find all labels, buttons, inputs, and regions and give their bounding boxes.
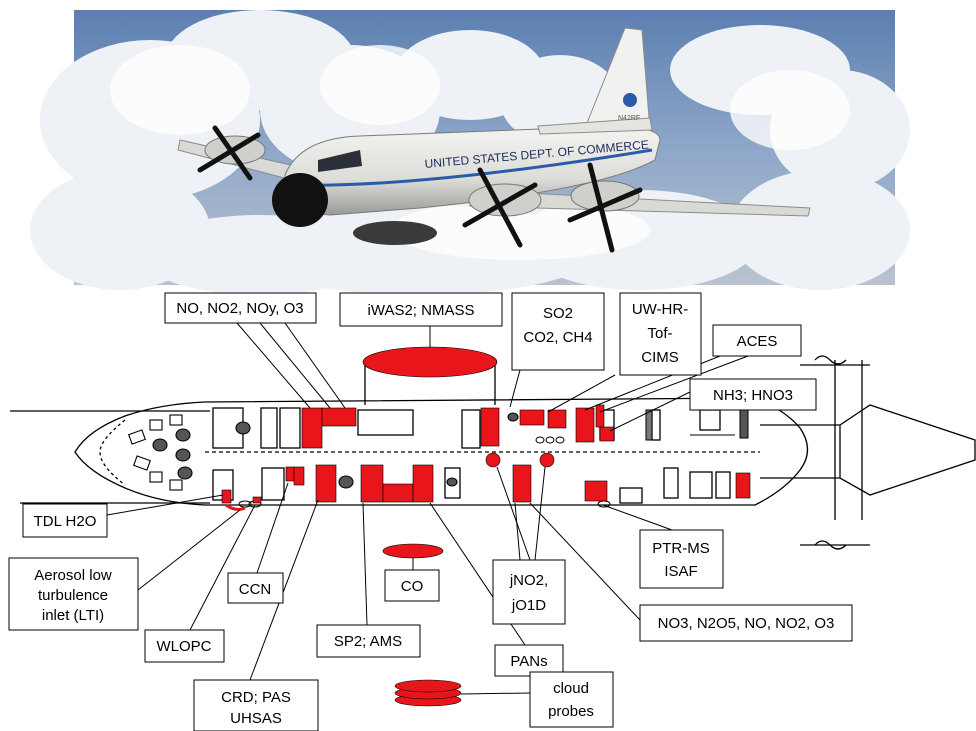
label-box-nh3 xyxy=(689,378,817,411)
label-no3: NO3, N2O5, NO, NO2, O3 xyxy=(658,615,835,632)
label-aces: ACES xyxy=(737,333,778,350)
instrument-locations xyxy=(221,346,751,707)
label-box-wlopc xyxy=(144,629,225,663)
label-lti-line3: inlet (LTI) xyxy=(42,607,104,624)
label-uw-line2: Tof- xyxy=(647,325,672,342)
label-uw-line1: UW-HR- xyxy=(632,301,688,318)
nh3-rack xyxy=(599,426,615,442)
aircraft-body xyxy=(177,27,811,253)
crd-pas-rack xyxy=(315,464,337,503)
lti-inlet xyxy=(225,503,246,511)
label-sp2: SP2; AMS xyxy=(334,633,402,650)
label-pans: PANs xyxy=(510,653,547,670)
label-iwas: iWAS2; NMASS xyxy=(368,302,475,319)
label-box-crd xyxy=(193,679,319,731)
label-box-sp2 xyxy=(316,624,421,658)
label-ptr-line1: PTR-MS xyxy=(652,540,710,557)
co2-ch4-rack xyxy=(519,409,545,426)
label-ccn: CCN xyxy=(239,581,272,598)
aircraft-schematic xyxy=(10,355,976,550)
label-box-no-group xyxy=(164,292,317,324)
label-box-no3 xyxy=(639,604,853,642)
label-box-aces xyxy=(712,324,802,357)
label-cloud-line1: cloud xyxy=(553,680,589,697)
label-tdl: TDL H2O xyxy=(34,513,97,530)
label-crd-line2: UHSAS xyxy=(230,710,282,727)
ccn-rack xyxy=(285,466,295,482)
label-co2-ch4: CO2, CH4 xyxy=(523,329,592,346)
label-jno2: jNO2, xyxy=(509,572,548,589)
sp2-ams-rack xyxy=(360,464,384,503)
no-noy-o3-rack xyxy=(301,407,323,449)
label-boxes xyxy=(8,292,853,731)
leader-lines xyxy=(106,322,749,695)
label-nh3: NH3; HNO3 xyxy=(713,387,793,404)
label-lti-line1: Aerosol low xyxy=(34,567,112,584)
co-instrument xyxy=(382,543,444,559)
label-box-uw xyxy=(619,292,702,376)
label-box-iwas xyxy=(339,292,503,327)
so2-rack xyxy=(480,407,500,447)
j-radiometer-bottom xyxy=(539,452,555,468)
cloud-background xyxy=(30,10,910,295)
ptr-ms-rack xyxy=(584,480,608,502)
cloud-probes-icon xyxy=(394,679,462,707)
uw-cims-rack xyxy=(547,409,567,429)
label-no-group: NO, NO2, NOy, O3 xyxy=(176,300,303,317)
label-box-tdl xyxy=(22,503,108,538)
iwas-dome-instrument xyxy=(362,346,498,378)
label-crd-line1: CRD; PAS xyxy=(221,689,291,706)
label-box-cloud xyxy=(529,671,614,728)
label-box-co xyxy=(384,569,440,602)
aircraft-photo: UNITED STATES DEPT. OF COMMERCE N42RF xyxy=(30,10,910,295)
tdl-h2o-inlet xyxy=(221,489,232,504)
label-box-j xyxy=(492,559,566,625)
j-radiometer-top xyxy=(485,452,501,468)
label-box-lti xyxy=(8,557,139,631)
label-box-so2 xyxy=(511,292,605,371)
label-lti-line2: turbulence xyxy=(38,587,108,604)
label-ptr-line2: ISAF xyxy=(664,563,697,580)
label-box-ccn xyxy=(227,572,284,604)
aces-rack xyxy=(575,407,595,443)
label-box-ptr xyxy=(639,529,724,589)
label-box-pans xyxy=(494,644,564,677)
label-wlopc: WLOPC xyxy=(156,638,211,655)
no3-rack xyxy=(512,464,532,503)
label-jo1d: jO1D xyxy=(511,597,546,614)
label-co: CO xyxy=(401,578,424,595)
label-so2: SO2 xyxy=(543,305,573,322)
label-uw-line3: CIMS xyxy=(641,349,679,366)
label-cloud-line2: probes xyxy=(548,703,594,720)
tail-number: N42RF xyxy=(618,115,640,122)
